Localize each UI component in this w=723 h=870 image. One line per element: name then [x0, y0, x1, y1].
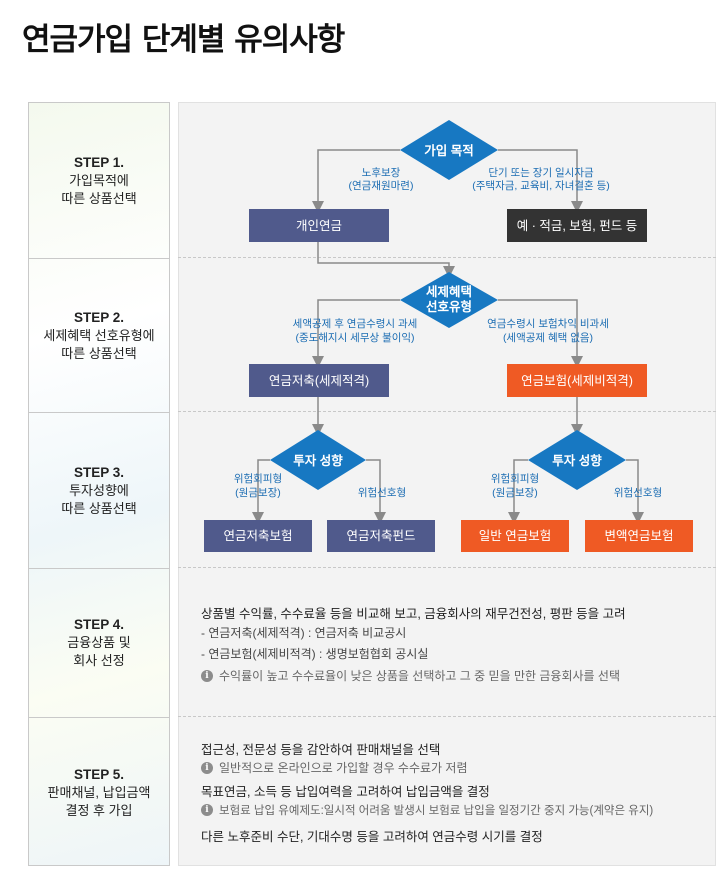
- connector: [508, 459, 528, 524]
- step-5-cell: STEP 5. 판매채널, 납입금액 결정 후 가입: [29, 718, 169, 865]
- diamond-join-purpose-label: 가입 목적: [424, 143, 473, 158]
- info-icon: i: [201, 669, 213, 682]
- step5-main1: 접근성, 전문성 등을 감안하여 판매채널을 선택: [201, 743, 441, 757]
- box-variable-pension-insurance: [585, 520, 693, 552]
- step-3-cell: STEP 3. 투자성향에 따른 상품선택: [29, 413, 169, 568]
- diamond-tax-label2: 선호유형: [426, 299, 472, 314]
- box-savings-etc: [507, 209, 647, 242]
- step4-sub1: - 연금저축(세제적격) : 연금저축 비교공시: [201, 626, 407, 640]
- diamond-join-purpose: [400, 120, 498, 180]
- box-pension-insurance-label: 연금보험(세제비적격): [521, 374, 633, 388]
- row-divider: [178, 411, 716, 412]
- step5-note1: i 일반적으로 온라인으로 가입할 경우 수수료가 저렴: [201, 759, 468, 776]
- step5-main2: 목표연금, 소득 등 납입여력을 고려하여 납입금액을 결정: [201, 785, 490, 799]
- diamond-tax-preference: [400, 272, 498, 328]
- diamond-investment-left-label: 투자 성향: [293, 453, 343, 468]
- step-4-title: STEP 4.: [73, 617, 124, 632]
- info-icon: i: [201, 761, 213, 774]
- step-divider: [29, 568, 169, 569]
- step-4-line2: 회사 선정: [73, 653, 125, 668]
- box-general-pension-insurance: [461, 520, 569, 552]
- step-2-title: STEP 2.: [73, 309, 124, 325]
- box-savings-etc-label: 예 · 적금, 보험, 펀드 등: [517, 219, 637, 233]
- label-risk-seeking-left: 위험선호형: [358, 486, 406, 499]
- step-5-line2: 결정 후 가입: [65, 802, 133, 818]
- label-retirement: 노후보장: [362, 167, 401, 179]
- label-tax-exempt-sub: (세액공제 혜택 없음): [503, 331, 593, 344]
- step5-note2: i 보험료 납입 유예제도:일시적 어려움 발생시 보험료 납입을 일정기간 중…: [201, 802, 653, 818]
- step-4-cell: STEP 4. 금융상품 및 회사 선정: [29, 569, 169, 717]
- label-risk-averse-right: 위험회피형: [491, 472, 539, 485]
- step-divider: [29, 412, 169, 413]
- page-title: 연금가입 단계별 유의사항: [22, 22, 345, 58]
- info-icon: i: [201, 804, 213, 816]
- step-5-line1: 판매채널, 납입금액: [47, 784, 151, 800]
- label-risk-seeking-right: 위험선호형: [614, 486, 662, 499]
- label-risk-averse-right-sub: (원금보장): [492, 487, 538, 499]
- step5-note2-text: 보험료 납입 유예제도:일시적 어려움 발생시 보험료 납입을 일정기간 중지 …: [219, 805, 654, 817]
- step-divider: [29, 258, 169, 259]
- step-2-line2: 따른 상품선택: [61, 345, 137, 361]
- diamond-investment-right-label: 투자 성향: [552, 453, 602, 468]
- row-divider: [178, 567, 716, 568]
- connector: [498, 299, 583, 368]
- label-tax-deduction-sub: (중도해지시 세무상 불이익): [295, 331, 414, 344]
- label-tax-exempt: 연금수령시 보험차익 비과세: [487, 318, 609, 330]
- step-3-title: STEP 3.: [73, 464, 125, 480]
- connector: [312, 149, 400, 213]
- step4-note: i 수익률이 높고 수수료율이 낮은 상품을 선택하고 그 중 믿을 만한 금융…: [201, 667, 620, 684]
- label-lump-sum: 단기 또는 장기 일시자금: [488, 166, 594, 179]
- row-divider: [178, 257, 716, 258]
- diamond-investment-right: [528, 430, 626, 490]
- diamond-investment-left: [270, 430, 366, 490]
- step5-main3: 다른 노후준비 수단, 기대수명 등을 고려하여 연금수령 시기를 결정: [201, 830, 543, 844]
- box-pension-insurance: [507, 364, 647, 397]
- label-lump-sum-sub: (주택자금, 교육비, 자녀결혼 등): [472, 179, 610, 192]
- connector: [366, 459, 386, 524]
- box-variable-pension-insurance-label: 변액연금보험: [604, 529, 673, 543]
- step-5-title: STEP 5.: [73, 766, 125, 782]
- step-4-line1: 금융상품 및: [67, 635, 131, 650]
- box-pension-savings-insurance: [204, 520, 312, 552]
- box-personal-pension-label: 개인연금: [296, 219, 342, 233]
- step5-note1-text: 일반적으로 온라인으로 가입할 경우 수수료가 저렴: [219, 761, 468, 775]
- connector: [317, 242, 455, 278]
- label-retirement-sub: (연금재원마련): [349, 180, 414, 192]
- label-risk-averse-left-sub: (원금보장): [235, 487, 281, 499]
- step-2-line1: 세제혜택 선호유형에: [43, 327, 155, 343]
- box-personal-pension: [249, 209, 389, 242]
- row-divider: [178, 716, 716, 717]
- step-divider: [29, 717, 169, 718]
- step-3-line1: 투자성향에: [69, 482, 129, 498]
- step-1-cell: STEP 1. 가입목적에 따른 상품선택: [29, 103, 169, 258]
- step-3-line2: 따른 상품선택: [61, 500, 137, 516]
- diamond-tax-label1: 세제혜택: [426, 284, 472, 299]
- box-pension-savings-insurance-label: 연금저축보험: [223, 529, 292, 543]
- connector: [498, 149, 583, 213]
- step4-sub2: - 연금보험(세제비적격) : 생명보험협회 공시실: [201, 647, 429, 661]
- box-pension-savings-fund-label: 연금저축펀드: [346, 529, 415, 543]
- step-column: STEP 1. 가입목적에 따른 상품선택 STEP 2. 세제혜택 선호유형에…: [28, 102, 170, 866]
- connector: [626, 459, 644, 524]
- step-1-line1: 가입목적에: [69, 172, 129, 188]
- box-pension-savings: [249, 364, 389, 397]
- step-1-title: STEP 1.: [73, 154, 125, 170]
- step4-note-text: 수익률이 높고 수수료율이 낮은 상품을 선택하고 그 중 믿을 만한 금융회사…: [219, 669, 620, 683]
- connector: [312, 299, 400, 368]
- box-general-pension-insurance-label: 일반 연금보험: [479, 529, 551, 543]
- step-2-cell: STEP 2. 세제혜택 선호유형에 따른 상품선택: [29, 259, 169, 412]
- box-pension-savings-label: 연금저축(세제적격): [269, 374, 369, 388]
- connector: [252, 459, 270, 524]
- label-tax-deduction: 세액공제 후 연금수령시 과세: [293, 318, 418, 330]
- box-pension-savings-fund: [327, 520, 435, 552]
- label-risk-averse-left: 위험회피형: [234, 472, 282, 485]
- step4-main: 상품별 수익률, 수수료율 등을 비교해 보고, 금융회사의 재무건전성, 평판…: [201, 607, 626, 621]
- step-1-line2: 따른 상품선택: [61, 190, 137, 206]
